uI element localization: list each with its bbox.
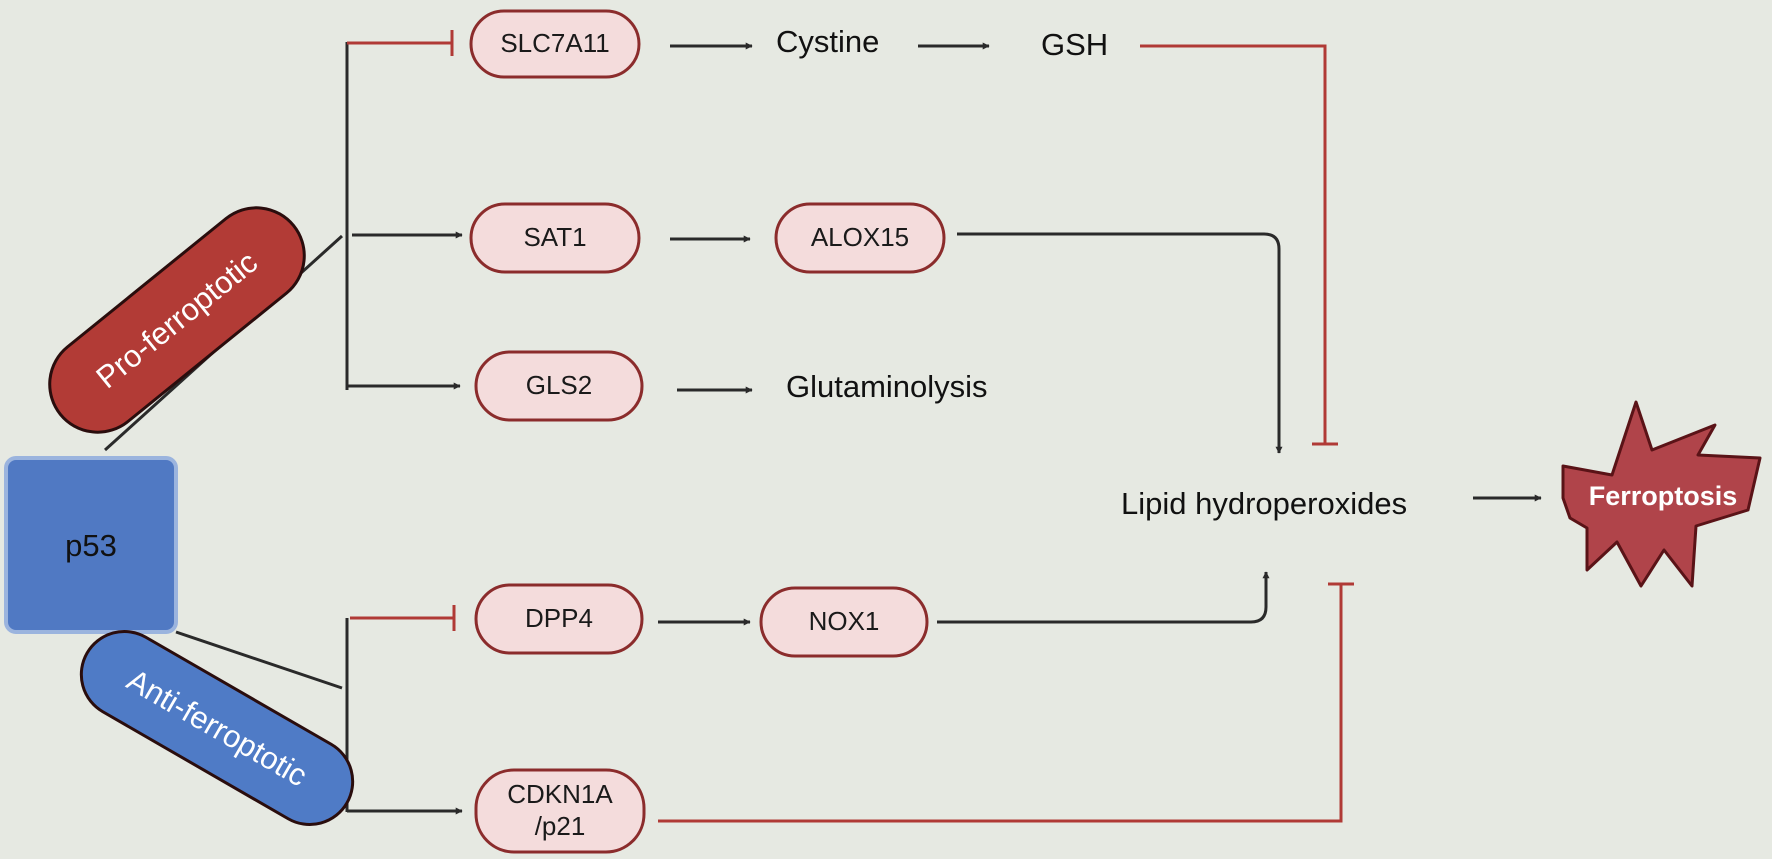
ferroptosis-burst-shape: [1561, 400, 1762, 588]
node-alox15-label: ALOX15: [811, 222, 909, 252]
anti-link-line: [175, 630, 343, 690]
p53-node: p53: [4, 456, 178, 634]
node-slc7a11: SLC7A11: [469, 9, 641, 79]
node-cdkn1a-label-line2: /p21: [535, 811, 586, 841]
node-cdkn1a-label-line1: CDKN1A: [507, 779, 613, 809]
p53-box: [4, 456, 178, 634]
node-dpp4-label: DPP4: [525, 603, 593, 633]
label-glutaminolysis: Glutaminolysis: [786, 369, 988, 404]
node-sat1-label: SAT1: [523, 222, 586, 252]
pro-ferroptotic-shape: [48, 206, 306, 434]
node-alox15-shape: [774, 202, 946, 274]
node-dpp4: DPP4: [474, 583, 644, 655]
node-gls2: GLS2: [474, 350, 644, 422]
label-gsh: GSH: [1041, 27, 1108, 62]
node-sat1-shape: [469, 202, 641, 274]
ferroptosis-node: Ferroptosis: [1561, 400, 1762, 588]
node-slc7a11-label: SLC7A11: [500, 28, 609, 58]
node-nox1-shape: [759, 586, 929, 658]
node-dpp4-shape: [474, 583, 644, 655]
node-cdkn1a: CDKN1A /p21: [474, 768, 646, 854]
arrow-edge-alox15-lipid: [957, 232, 1283, 454]
node-gls2-label: GLS2: [526, 370, 593, 400]
node-sat1: SAT1: [469, 202, 641, 274]
anti-ferroptotic-shape: [79, 630, 355, 826]
arrow-edge-nox1-lipid: [937, 571, 1270, 624]
node-cdkn1a-shape: [474, 768, 646, 854]
inhibit-edge-cdkn1a-lipid: [658, 584, 1343, 823]
inhibit-edge-gsh-lipid: [1140, 44, 1327, 444]
edges: [103, 30, 1542, 823]
label-lipid-hydroperoxides: Lipid hydroperoxides: [1121, 486, 1407, 521]
node-alox15: ALOX15: [774, 202, 946, 274]
node-slc7a11-shape: [469, 9, 641, 79]
pro-ferroptotic-pill: Pro-ferroptotic: [48, 206, 306, 434]
ferroptosis-label: Ferroptosis: [1589, 481, 1738, 511]
p53-label: p53: [65, 528, 117, 563]
node-nox1: NOX1: [759, 586, 929, 658]
node-nox1-label: NOX1: [809, 606, 880, 636]
label-cystine: Cystine: [776, 24, 879, 59]
node-gls2-shape: [474, 350, 644, 422]
